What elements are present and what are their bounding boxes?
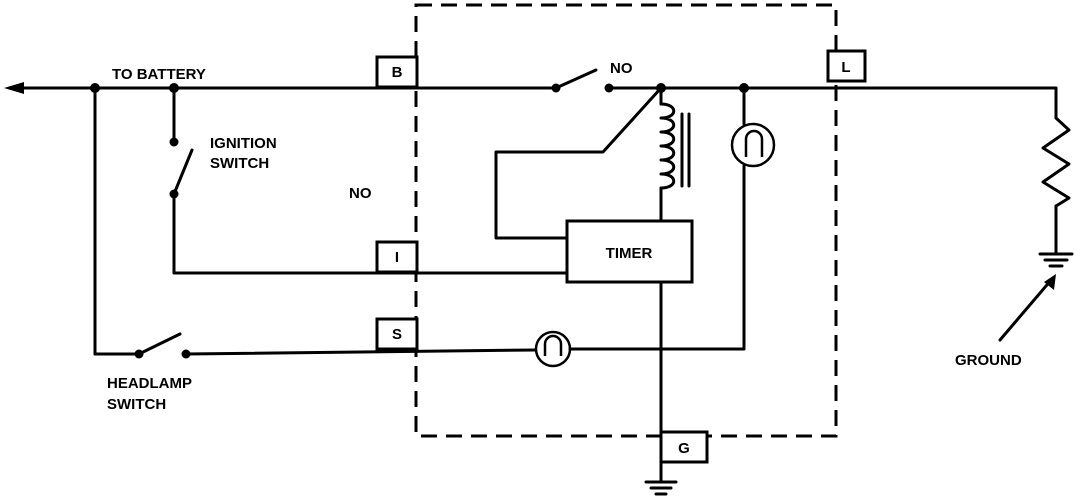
svg-text:I: I — [395, 249, 399, 266]
indicator-lamp-icon — [534, 330, 572, 368]
ground-icon — [644, 480, 678, 496]
no-switch-label: NO — [610, 60, 633, 77]
timer-feedback-wire — [494, 86, 663, 240]
svg-text:B: B — [392, 64, 403, 81]
to-battery-label: TO BATTERY — [112, 66, 206, 83]
ground-label: GROUND — [955, 352, 1022, 369]
ground-pointer-arrow — [998, 274, 1056, 342]
terminal-i: I — [375, 240, 419, 274]
ignition-switch-label-line1: IGNITION — [210, 135, 277, 152]
headlamp-switch-icon — [93, 86, 537, 359]
terminal-l: L — [826, 49, 867, 83]
headlamp-switch-label-line1: HEADLAMP — [107, 375, 192, 392]
headlamp-switch-label-line2: SWITCH — [107, 396, 166, 413]
svg-text:G: G — [678, 440, 690, 457]
relay-lamp-icon — [730, 122, 776, 168]
svg-text:L: L — [841, 59, 850, 76]
ignition-switch-label-line2: SWITCH — [210, 155, 269, 172]
load-resistor-icon — [1041, 86, 1071, 256]
timer-box: TIMER — [565, 219, 694, 284]
terminal-b: B — [375, 55, 419, 89]
lamp-return-wire — [568, 164, 746, 351]
main-no-switch — [551, 68, 614, 93]
timer-label: TIMER — [606, 245, 653, 262]
svg-text:S: S — [392, 326, 402, 343]
terminal-s: S — [375, 317, 419, 351]
battery-arrow-icon — [4, 82, 97, 94]
module-enclosure — [414, 3, 838, 438]
ignition-switch-icon — [169, 86, 569, 275]
terminal-g: G — [659, 430, 709, 464]
no-left-label: NO — [349, 185, 372, 202]
relay-coil-icon — [659, 86, 691, 223]
chassis-ground-icon — [1038, 252, 1074, 268]
